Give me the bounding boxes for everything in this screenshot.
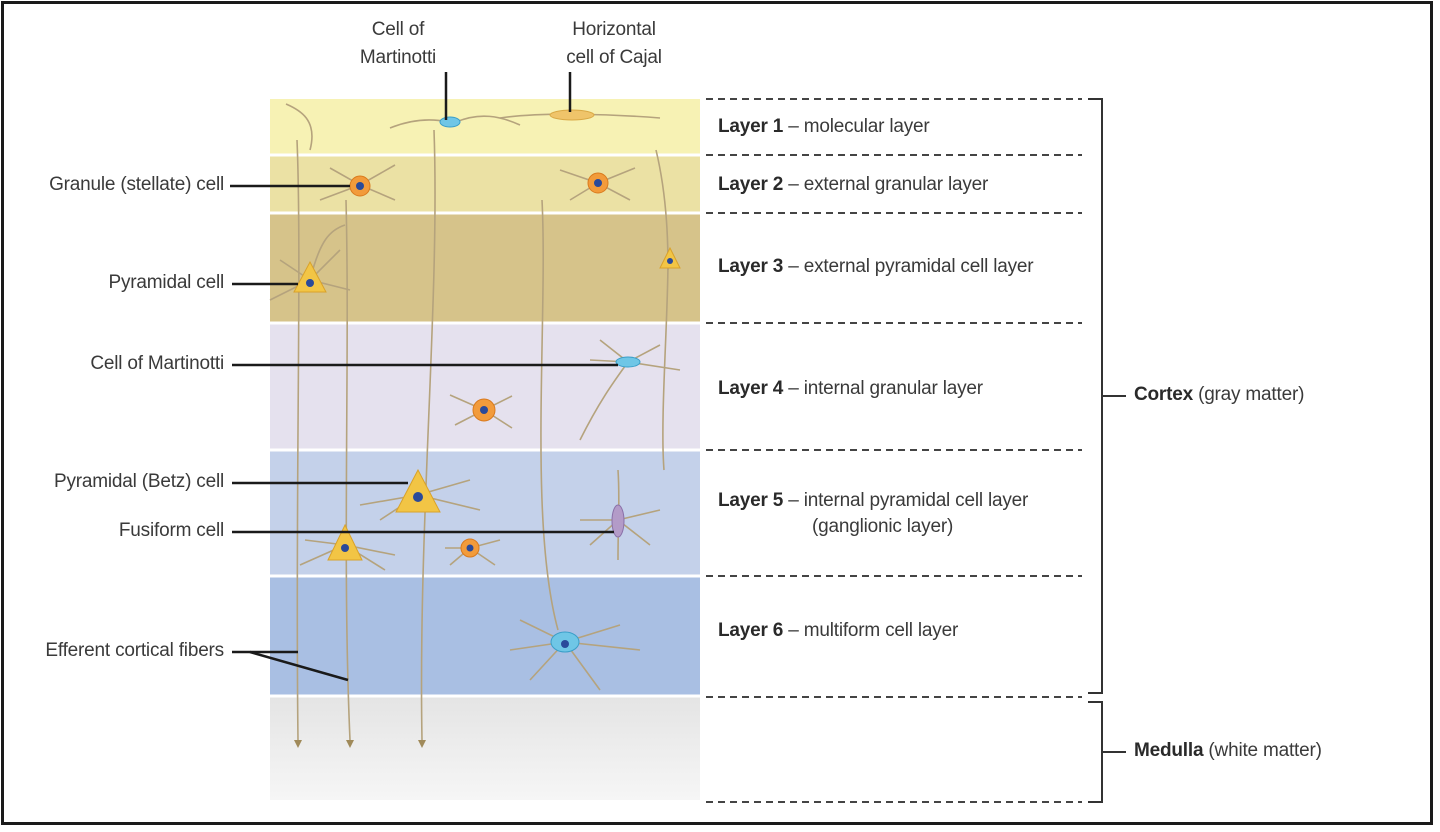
neuron-cells	[293, 109, 681, 653]
layer-2-dash: –	[788, 174, 799, 195]
pyramidal-cell-label: Pyramidal cell	[108, 272, 225, 293]
layer-3-band	[270, 213, 700, 323]
medulla-label: Medulla (white matter)	[1134, 740, 1322, 762]
layer-5-name: Layer 5	[718, 490, 784, 511]
medulla-bracket	[1088, 701, 1126, 803]
layer-1-dash: –	[788, 116, 799, 137]
layer-1-name: Layer 1	[718, 116, 784, 137]
cajal-label-line1: Horizontal	[572, 19, 656, 40]
layer-4-desc: internal granular layer	[803, 378, 983, 399]
fiber-arrows	[294, 740, 426, 748]
granule-cell-label: Granule (stellate) cell	[49, 174, 224, 195]
layer-5-label: Layer 5 – internal pyramidal cell layer …	[718, 490, 1028, 538]
callout-lines	[230, 72, 618, 682]
cortex-label-bold: Cortex	[1134, 384, 1193, 405]
layer-6-dash: –	[788, 620, 799, 641]
layer-2-band	[270, 155, 700, 213]
betz-cell	[395, 468, 441, 513]
layer-5-desc-line2: (ganglionic layer)	[812, 516, 954, 537]
medulla-band	[270, 696, 700, 800]
layer-4-name: Layer 4	[718, 378, 784, 399]
layer-6-label: Layer 6 – multiform cell layer	[718, 620, 958, 642]
layer-4-dash: –	[788, 378, 799, 399]
pyramidal-cell-l5	[327, 523, 363, 561]
martinotti-top-label: Cell of Martinotti	[346, 16, 450, 72]
betz-cell-label: Pyramidal (Betz) cell	[53, 471, 224, 492]
layer-5-desc: internal pyramidal cell layer	[803, 490, 1029, 511]
layer-2-name: Layer 2	[718, 174, 784, 195]
efferent-fibers-label: Efferent cortical fibers	[45, 640, 224, 661]
layer-3-dash: –	[788, 256, 799, 277]
martinotti-cell-top	[439, 116, 461, 128]
layer-5-dash: –	[788, 490, 799, 511]
layer-2-label: Layer 2 – external granular layer	[718, 174, 988, 196]
layer-3-label: Layer 3 – external pyramidal cell layer	[718, 256, 1034, 278]
layer-1-band	[270, 99, 700, 155]
layer-6-name: Layer 6	[718, 620, 784, 641]
layer-3-desc: external pyramidal cell layer	[803, 256, 1034, 277]
medulla-label-rest: (white matter)	[1203, 740, 1322, 761]
cortex-bracket	[1088, 98, 1126, 694]
layer-6-band	[270, 576, 700, 696]
fusiform-cell-label: Fusiform cell	[118, 520, 224, 541]
layer-4-band	[270, 323, 700, 450]
cortex-label-rest: (gray matter)	[1192, 384, 1305, 405]
cajal-label: Horizontal cell of Cajal	[552, 16, 676, 72]
band-separators	[270, 153, 700, 698]
martinotti-top-label-line2: Martinotti	[359, 47, 437, 68]
layer-6-desc: multiform cell layer	[803, 620, 959, 641]
martinotti-cell-l4	[615, 356, 641, 368]
layer-1-desc: molecular layer	[803, 116, 930, 137]
layer-4-label: Layer 4 – internal granular layer	[718, 378, 983, 400]
cajal-cell	[549, 109, 595, 121]
layer-2-desc: external granular layer	[803, 174, 989, 195]
martinotti-cell-label: Cell of Martinotti	[90, 353, 224, 374]
cajal-label-line2: cell of Cajal	[566, 47, 662, 68]
layer-boundaries	[706, 98, 1082, 803]
pyramidal-cell-l3	[293, 260, 327, 293]
layer-1-label: Layer 1 – molecular layer	[718, 116, 930, 138]
layer-3-name: Layer 3	[718, 256, 784, 277]
fusiform-cell	[611, 504, 625, 538]
medulla-label-bold: Medulla	[1134, 740, 1204, 761]
cortex-label: Cortex (gray matter)	[1134, 384, 1304, 406]
martinotti-top-label-line1: Cell of	[371, 19, 425, 40]
